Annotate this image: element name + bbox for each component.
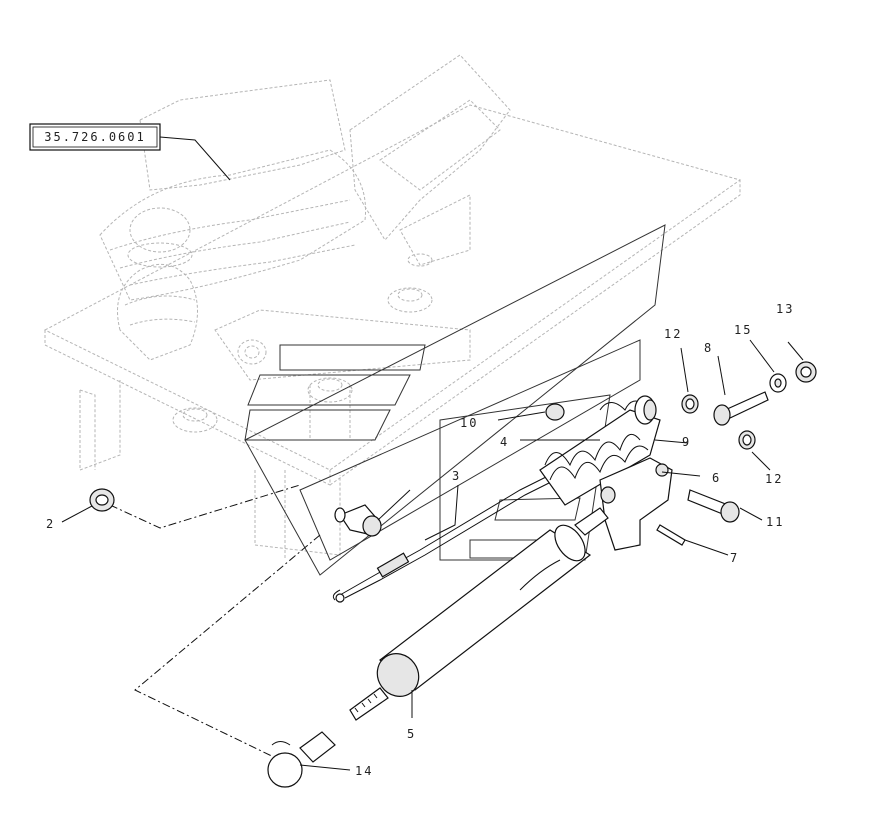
callout-10: 10 <box>460 416 478 430</box>
callout-6: 6 <box>712 471 721 485</box>
part-5-cylinder <box>349 507 609 721</box>
part-11-bolt <box>687 489 740 523</box>
reference-number: 35.726.0601 <box>44 130 145 144</box>
callout-9: 9 <box>682 435 691 449</box>
callout-labels: 2 3 4 5 6 7 8 9 10 11 12 12 13 14 15 <box>46 302 794 778</box>
callout-2: 2 <box>46 517 55 531</box>
part-2-nut <box>89 488 115 512</box>
part-13-nut <box>795 361 817 383</box>
console-cover-panel <box>244 224 666 576</box>
callout-8: 8 <box>704 341 713 355</box>
leader-lines <box>61 339 804 771</box>
callout-4: 4 <box>500 435 509 449</box>
ghost-console-outline <box>43 54 742 560</box>
assembly-lines <box>109 484 321 761</box>
part-12-washer-b <box>738 430 756 450</box>
callout-12-top: 12 <box>664 327 682 341</box>
part-6-bracket <box>599 457 673 551</box>
callout-3: 3 <box>452 469 461 483</box>
callout-11: 11 <box>766 515 784 529</box>
callout-5: 5 <box>407 727 416 741</box>
callout-13: 13 <box>776 302 794 316</box>
part-7-pin <box>656 524 686 546</box>
callout-12-bottom: 12 <box>765 472 783 486</box>
part-4-spring <box>539 395 661 506</box>
part-8-bolt <box>713 391 769 426</box>
callout-7: 7 <box>730 551 739 565</box>
callout-15: 15 <box>734 323 752 337</box>
part-14-knob <box>267 731 336 788</box>
part-15-washer <box>769 373 787 393</box>
part-elbow-fitting <box>334 504 382 537</box>
reference-box: 35.726.0601 <box>29 123 231 181</box>
part-12-washer-a <box>681 394 699 414</box>
callout-14: 14 <box>355 764 373 778</box>
